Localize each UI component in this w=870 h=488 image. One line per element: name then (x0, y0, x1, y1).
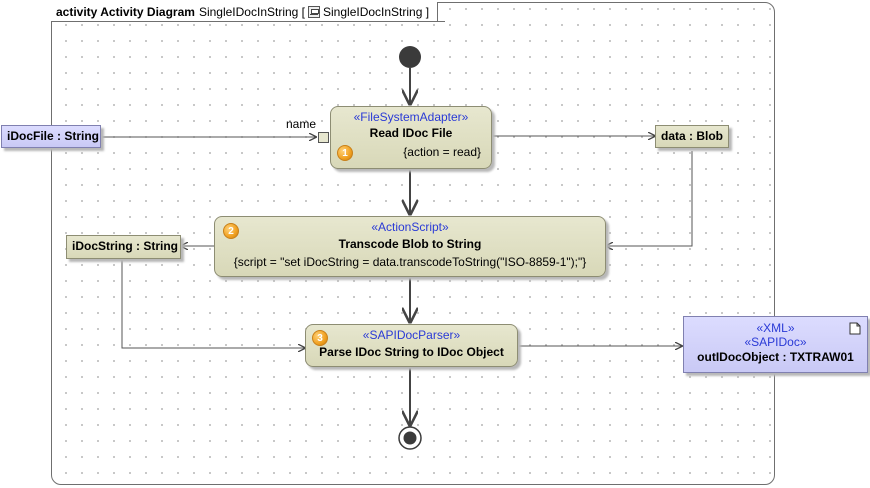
action-parse-idoc[interactable]: «SAPIDocParser» Parse IDoc String to IDo… (305, 324, 518, 367)
action-transcode-blob[interactable]: «ActionScript» Transcode Blob to String … (214, 216, 606, 277)
action-read-title: Read IDoc File (369, 126, 453, 140)
action-parse-number-badge: 3 (312, 330, 328, 346)
out-stereotype-xml: «XML» (756, 321, 795, 335)
object-data-blob[interactable]: data : Blob (655, 125, 729, 148)
action-transcode-stereotype: «ActionScript» (371, 220, 449, 234)
out-object-name: outIDocObject : TXTRAW01 (697, 350, 854, 364)
action-read-idoc-file[interactable]: «FileSystemAdapter» Read IDoc File {acti… (330, 106, 492, 169)
out-stereotype-sapidoc: «SAPIDoc» (744, 335, 807, 349)
object-idocfile[interactable]: iDocFile : String (1, 125, 101, 148)
action-read-stereotype: «FileSystemAdapter» (353, 110, 469, 124)
object-idocstring[interactable]: iDocString : String (66, 235, 181, 259)
diagram-frame-header: activity Activity Diagram SingleIDocInSt… (51, 2, 446, 22)
frame-name: SingleIDocInString [ (198, 4, 306, 19)
flow-data-to-transcode[interactable] (606, 151, 693, 246)
action-transcode-title: Transcode Blob to String (338, 237, 482, 251)
action-transcode-props: {script = "set iDocString = data.transco… (233, 255, 587, 269)
input-pin-name[interactable] (318, 132, 329, 143)
pin-label: name (286, 117, 317, 131)
flow-idocstring-to-parse[interactable] (121, 260, 305, 348)
action-parse-title: Parse IDoc String to IDoc Object (319, 345, 504, 359)
note-icon (849, 322, 861, 335)
frame-ref-name: SingleIDocInString ] (323, 4, 430, 19)
action-transcode-number-badge: 2 (223, 223, 239, 239)
action-parse-stereotype: «SAPIDocParser» (362, 328, 461, 342)
initial-node[interactable] (399, 46, 421, 68)
action-read-props: {action = read} (403, 145, 481, 159)
frame-keyword: activity Activity Diagram (56, 4, 195, 19)
object-out-idoc[interactable]: «XML» «SAPIDoc» outIDocObject : TXTRAW01 (683, 316, 868, 373)
action-read-number-badge: 1 (337, 145, 353, 161)
diagram-icon (308, 5, 321, 18)
final-node-inner (403, 431, 417, 445)
